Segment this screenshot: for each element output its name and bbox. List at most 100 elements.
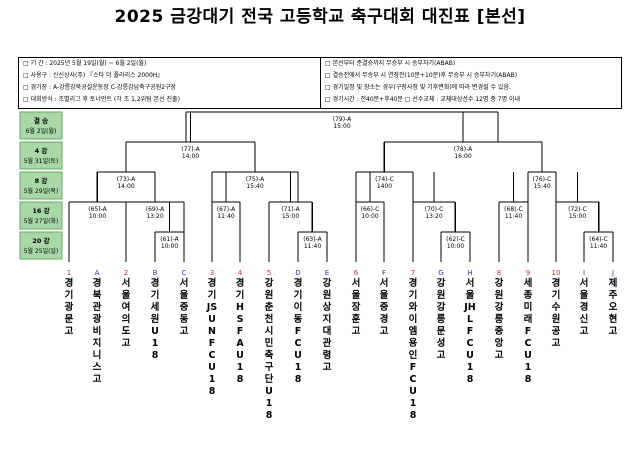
- match-time: 13:20: [146, 213, 163, 220]
- round-box: [19, 201, 63, 230]
- match-time: 15:00: [569, 213, 586, 220]
- team-code: B: [152, 269, 158, 277]
- team-name: 경기수원공고: [551, 278, 561, 349]
- match-label: (70)-C: [425, 206, 444, 213]
- match-label: (69)-A: [146, 206, 165, 213]
- team-code: 2: [123, 269, 129, 277]
- match-label: (66)-C: [361, 206, 380, 213]
- match-time: 16:00: [454, 153, 471, 160]
- match-label: (76)-C: [533, 176, 552, 183]
- team-code: G: [438, 269, 444, 277]
- match-time: 11:40: [590, 243, 607, 250]
- round-date: 5월 25일(일): [24, 247, 59, 255]
- team-name: 경기HSFAU18: [235, 278, 245, 385]
- team-code: F: [381, 269, 387, 277]
- match-time: 15:40: [533, 183, 550, 190]
- info-rule-draw: □ 본선부터 준결승까지 무승부 시 승부차기(ABAB): [325, 60, 456, 67]
- match-time: 14:00: [182, 153, 199, 160]
- round-label: 8 강: [35, 176, 48, 185]
- info-match-time: □ 경기시간 : 전40분+후40분 □ 선수교체 : 교체대상선수 12명 중…: [325, 96, 521, 103]
- team-name: 강원상지대관령고: [322, 278, 332, 373]
- info-period: □ 기 간 : 2025년 5월 19일(월) ~ 6월 2일(월): [23, 60, 147, 67]
- page-title: 2025 금강대기 전국 고등학교 축구대회 대진표 [본선]: [114, 7, 526, 27]
- match-label: (62)-C: [446, 236, 465, 243]
- info-format: □ 대회방식 : 조별리그 후 토너먼트 (각 조 1,2위팀 본선 진출): [23, 96, 180, 103]
- match-label: (65)-A: [88, 206, 107, 213]
- match-time: 11:40: [217, 213, 234, 220]
- team-name: 강원춘천시민축구단U18: [264, 278, 274, 421]
- match-label: (64)-C: [589, 236, 608, 243]
- info-divider: [320, 58, 321, 108]
- team-name: 경기JSUNFCU18: [206, 278, 218, 397]
- info-rule-schedule: □ 경기일정 및 장소는 경우(구장사정 및 기후변화)에 따라 변경될 수 있…: [325, 84, 511, 91]
- team-code: 6: [353, 269, 359, 277]
- match-label: (61)-A: [160, 236, 179, 243]
- match-label: (78)-A: [454, 146, 473, 153]
- match-label: (71)-A: [281, 206, 300, 213]
- round-date: 6월 2일(월): [26, 127, 57, 135]
- team-code: 5: [266, 269, 272, 277]
- team-name: 서울JHLFCU18: [464, 278, 476, 385]
- team-name: 경기세원U18: [150, 278, 160, 361]
- team-code: 4: [237, 269, 243, 277]
- round-date: 5월 29일(목): [24, 187, 59, 195]
- team-name: 제주오현고: [608, 278, 618, 337]
- match-label: (63)-A: [303, 236, 322, 243]
- team-code: 1: [66, 269, 72, 277]
- team-code: 8: [496, 269, 502, 277]
- round-label: 20 강: [32, 236, 49, 245]
- team-code: J: [611, 269, 615, 277]
- match-time: 15:40: [246, 183, 263, 190]
- team-code: 9: [525, 269, 531, 277]
- match-label: (79)-A: [333, 116, 352, 123]
- round-box: [19, 231, 63, 260]
- team-name: 경기광문고: [64, 278, 74, 337]
- team-code: H: [467, 269, 473, 277]
- team-code: 10: [551, 269, 561, 277]
- match-label: (72)-C: [568, 206, 587, 213]
- team-code: D: [295, 269, 301, 277]
- match-time: 15:00: [333, 123, 350, 130]
- match-label: (67)-A: [217, 206, 236, 213]
- match-time: 15:00: [282, 213, 299, 220]
- info-ball: □ 사용구 : 신신상사(주) 『스타 더 폴라리스 2000H』: [23, 72, 164, 79]
- team-name: 서울여의도고: [121, 278, 131, 349]
- team-code: A: [94, 269, 100, 277]
- team-name: 서울중경고: [379, 278, 389, 337]
- team-name: 경기이동FCU18: [293, 278, 303, 385]
- team-code: C: [181, 269, 187, 277]
- team-code: 3: [209, 269, 215, 277]
- match-time: 14:00: [117, 183, 134, 190]
- match-label: (75)-A: [246, 176, 265, 183]
- match-time: 11:40: [505, 213, 522, 220]
- team-name: 경북관광비지니스고: [92, 278, 102, 385]
- match-label: (68)-C: [504, 206, 523, 213]
- team-name: 서울경신고: [579, 278, 589, 337]
- match-time: 1400: [377, 183, 392, 190]
- match-time: 13:20: [425, 213, 442, 220]
- round-box: [19, 171, 63, 200]
- team-name: 세종미래FCU18: [523, 278, 533, 385]
- match-label: (73)-A: [117, 176, 136, 183]
- round-box: [19, 141, 63, 170]
- match-time: 10:00: [89, 213, 106, 220]
- round-label: 16 강: [32, 206, 49, 215]
- team-name: 강원강릉문성고: [436, 278, 446, 361]
- team-code: E: [324, 269, 330, 277]
- match-time: 10:00: [161, 243, 178, 250]
